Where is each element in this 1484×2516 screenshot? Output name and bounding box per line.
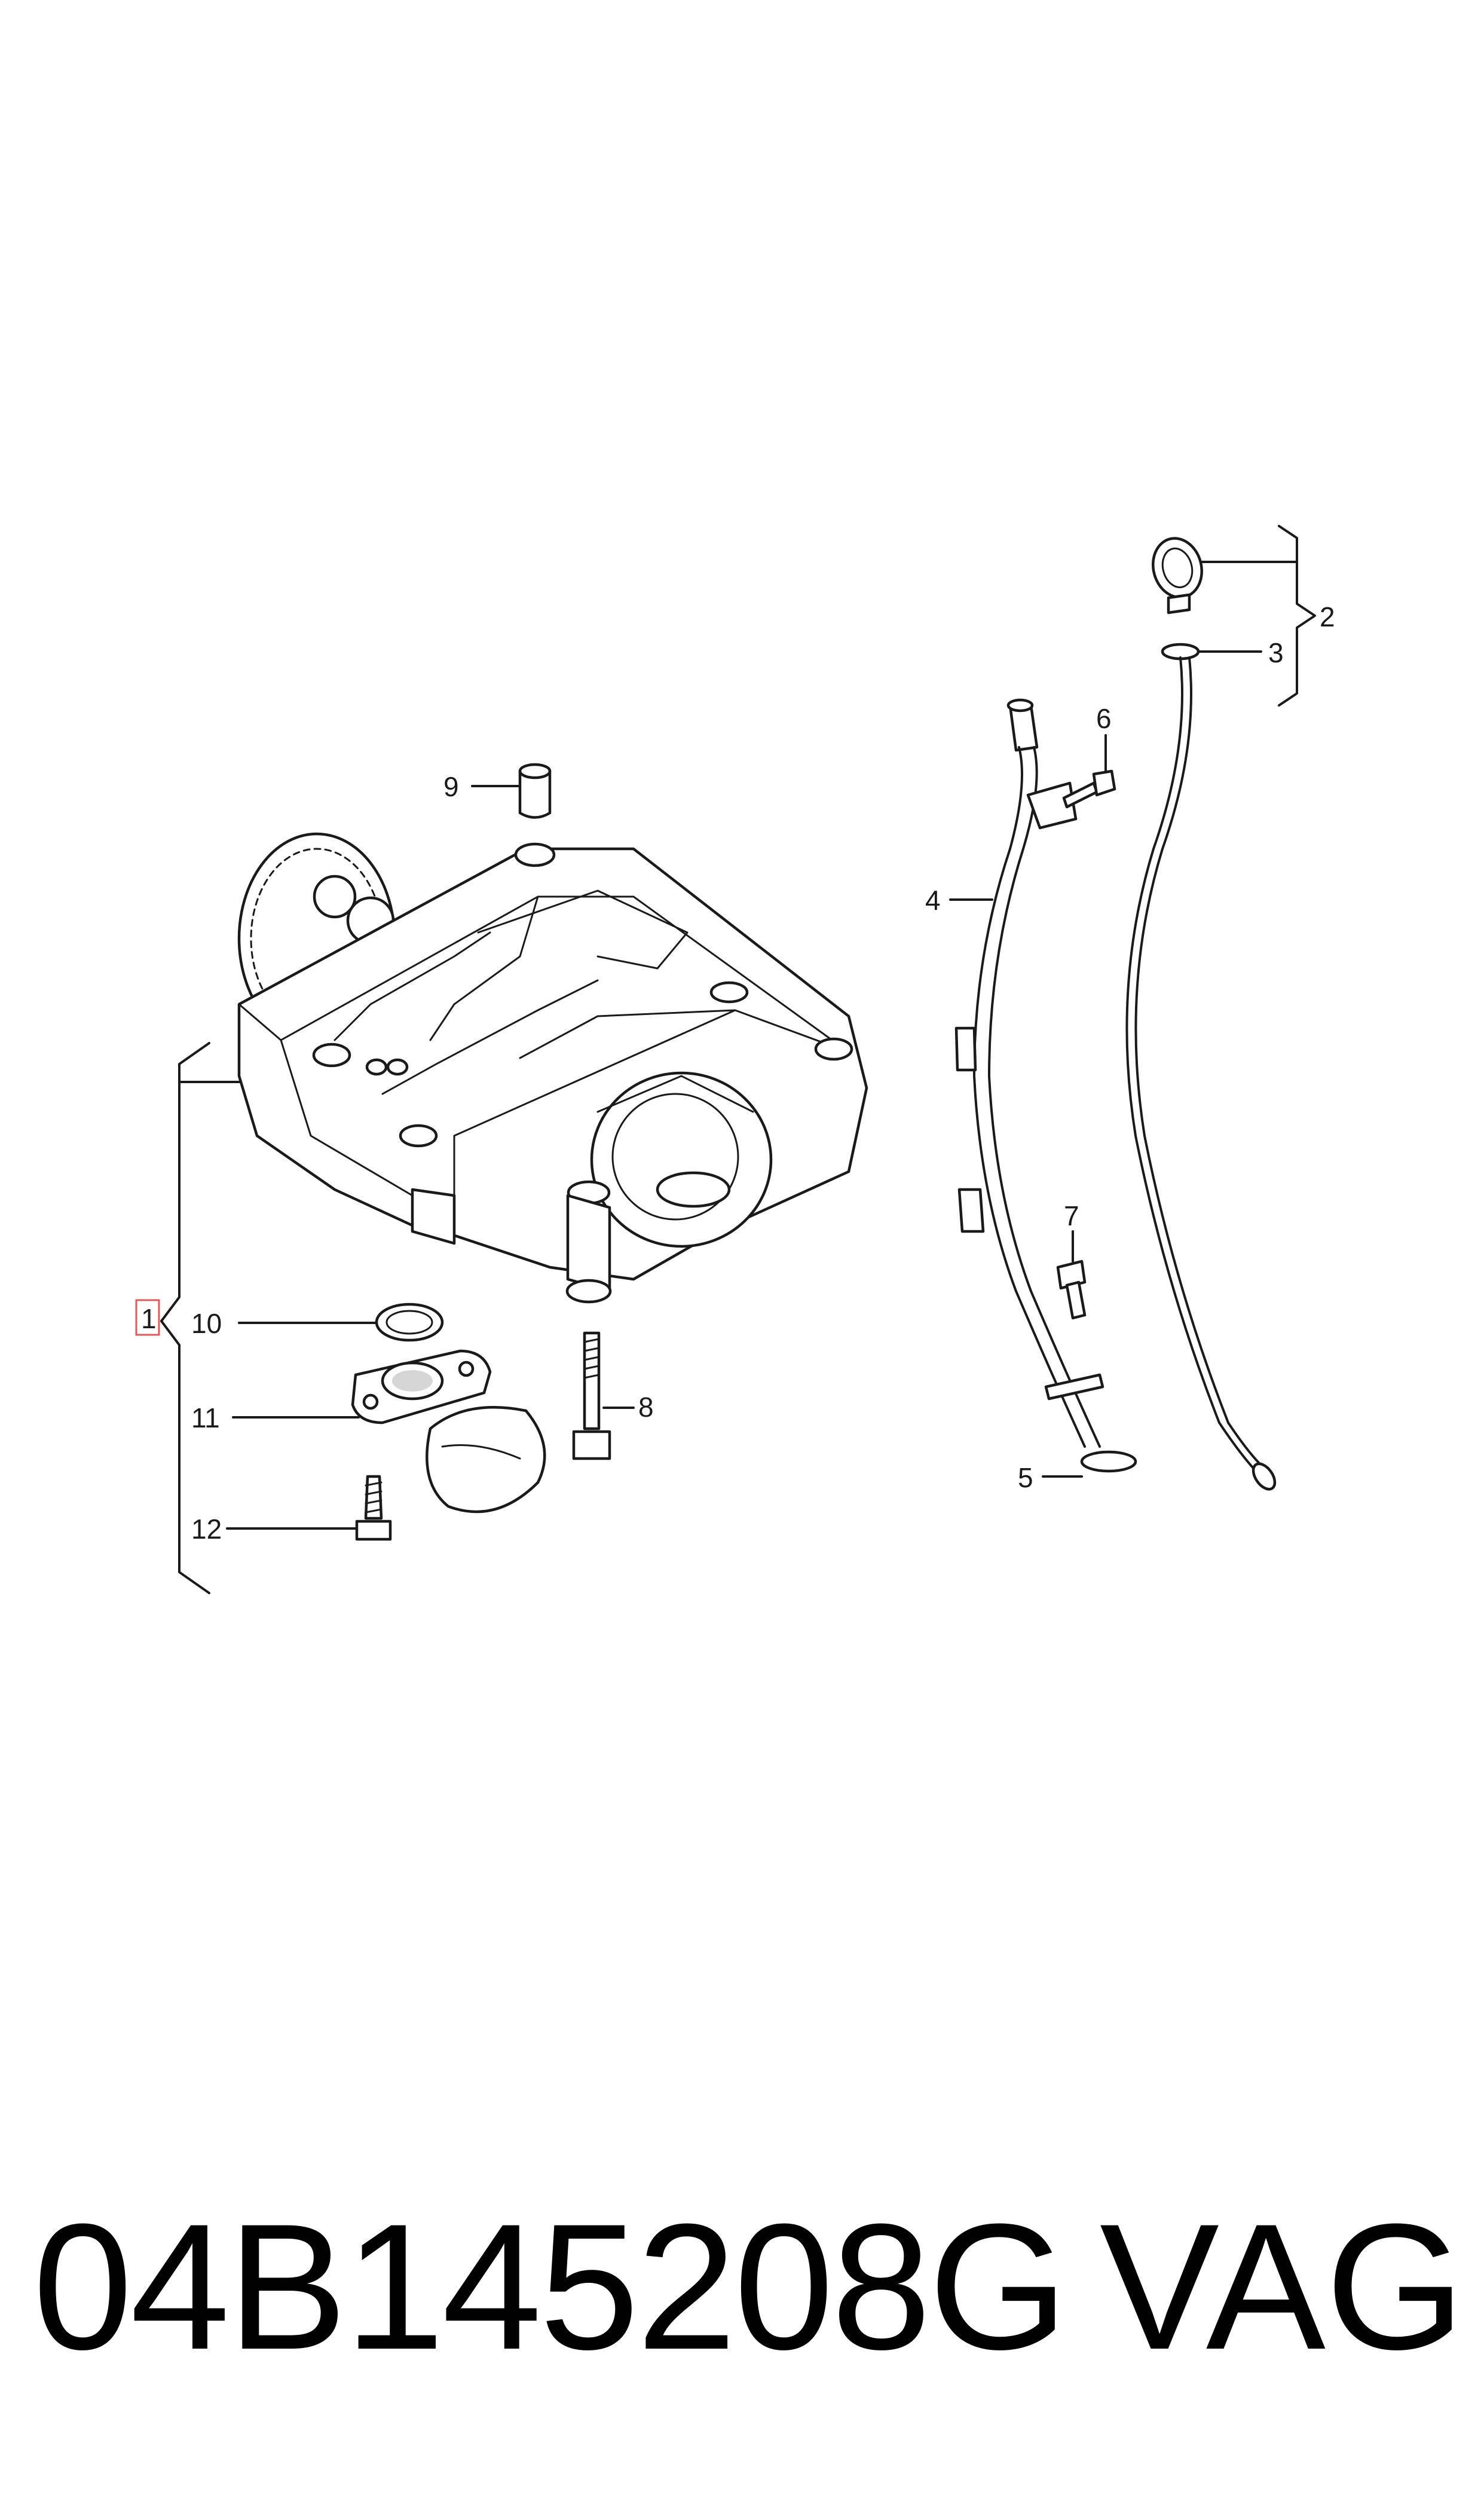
dowel-sleeve-9	[518, 763, 552, 819]
callout-1[interactable]: 1	[141, 1303, 157, 1334]
oil-strainer-11	[351, 1349, 546, 1514]
bolt-7	[1056, 1259, 1087, 1320]
seal-5	[1080, 1450, 1137, 1473]
oil-pump-assembly	[237, 832, 868, 1304]
callout-4[interactable]: 4	[925, 885, 941, 916]
callout-11[interactable]: 11	[191, 1402, 220, 1433]
callout-10[interactable]: 10	[191, 1308, 222, 1339]
callout-2[interactable]: 2	[1320, 601, 1335, 632]
bolt-8	[572, 1331, 611, 1460]
callout-7[interactable]: 7	[1064, 1200, 1079, 1231]
callout-6[interactable]: 6	[1096, 703, 1112, 734]
callout-5[interactable]: 5	[1018, 1462, 1033, 1493]
dipstick-2	[1125, 537, 1277, 1491]
callout-12[interactable]: 12	[191, 1514, 222, 1545]
footer: 04B145208G VAG	[0, 2188, 1484, 2385]
leader-lines	[160, 525, 1316, 1594]
callout-1-highlight	[135, 1299, 160, 1336]
bolt-6	[1062, 769, 1116, 809]
brand-name: VAG	[1100, 2186, 1465, 2387]
screw-12	[355, 1475, 392, 1541]
callout-8[interactable]: 8	[638, 1392, 654, 1423]
balancer-drum	[590, 1071, 773, 1248]
dipstick-tube-4	[954, 698, 1104, 1448]
callout-3[interactable]: 3	[1268, 637, 1284, 668]
part-number: 04B145208G	[33, 2186, 1068, 2387]
callout-9[interactable]: 9	[443, 771, 459, 802]
